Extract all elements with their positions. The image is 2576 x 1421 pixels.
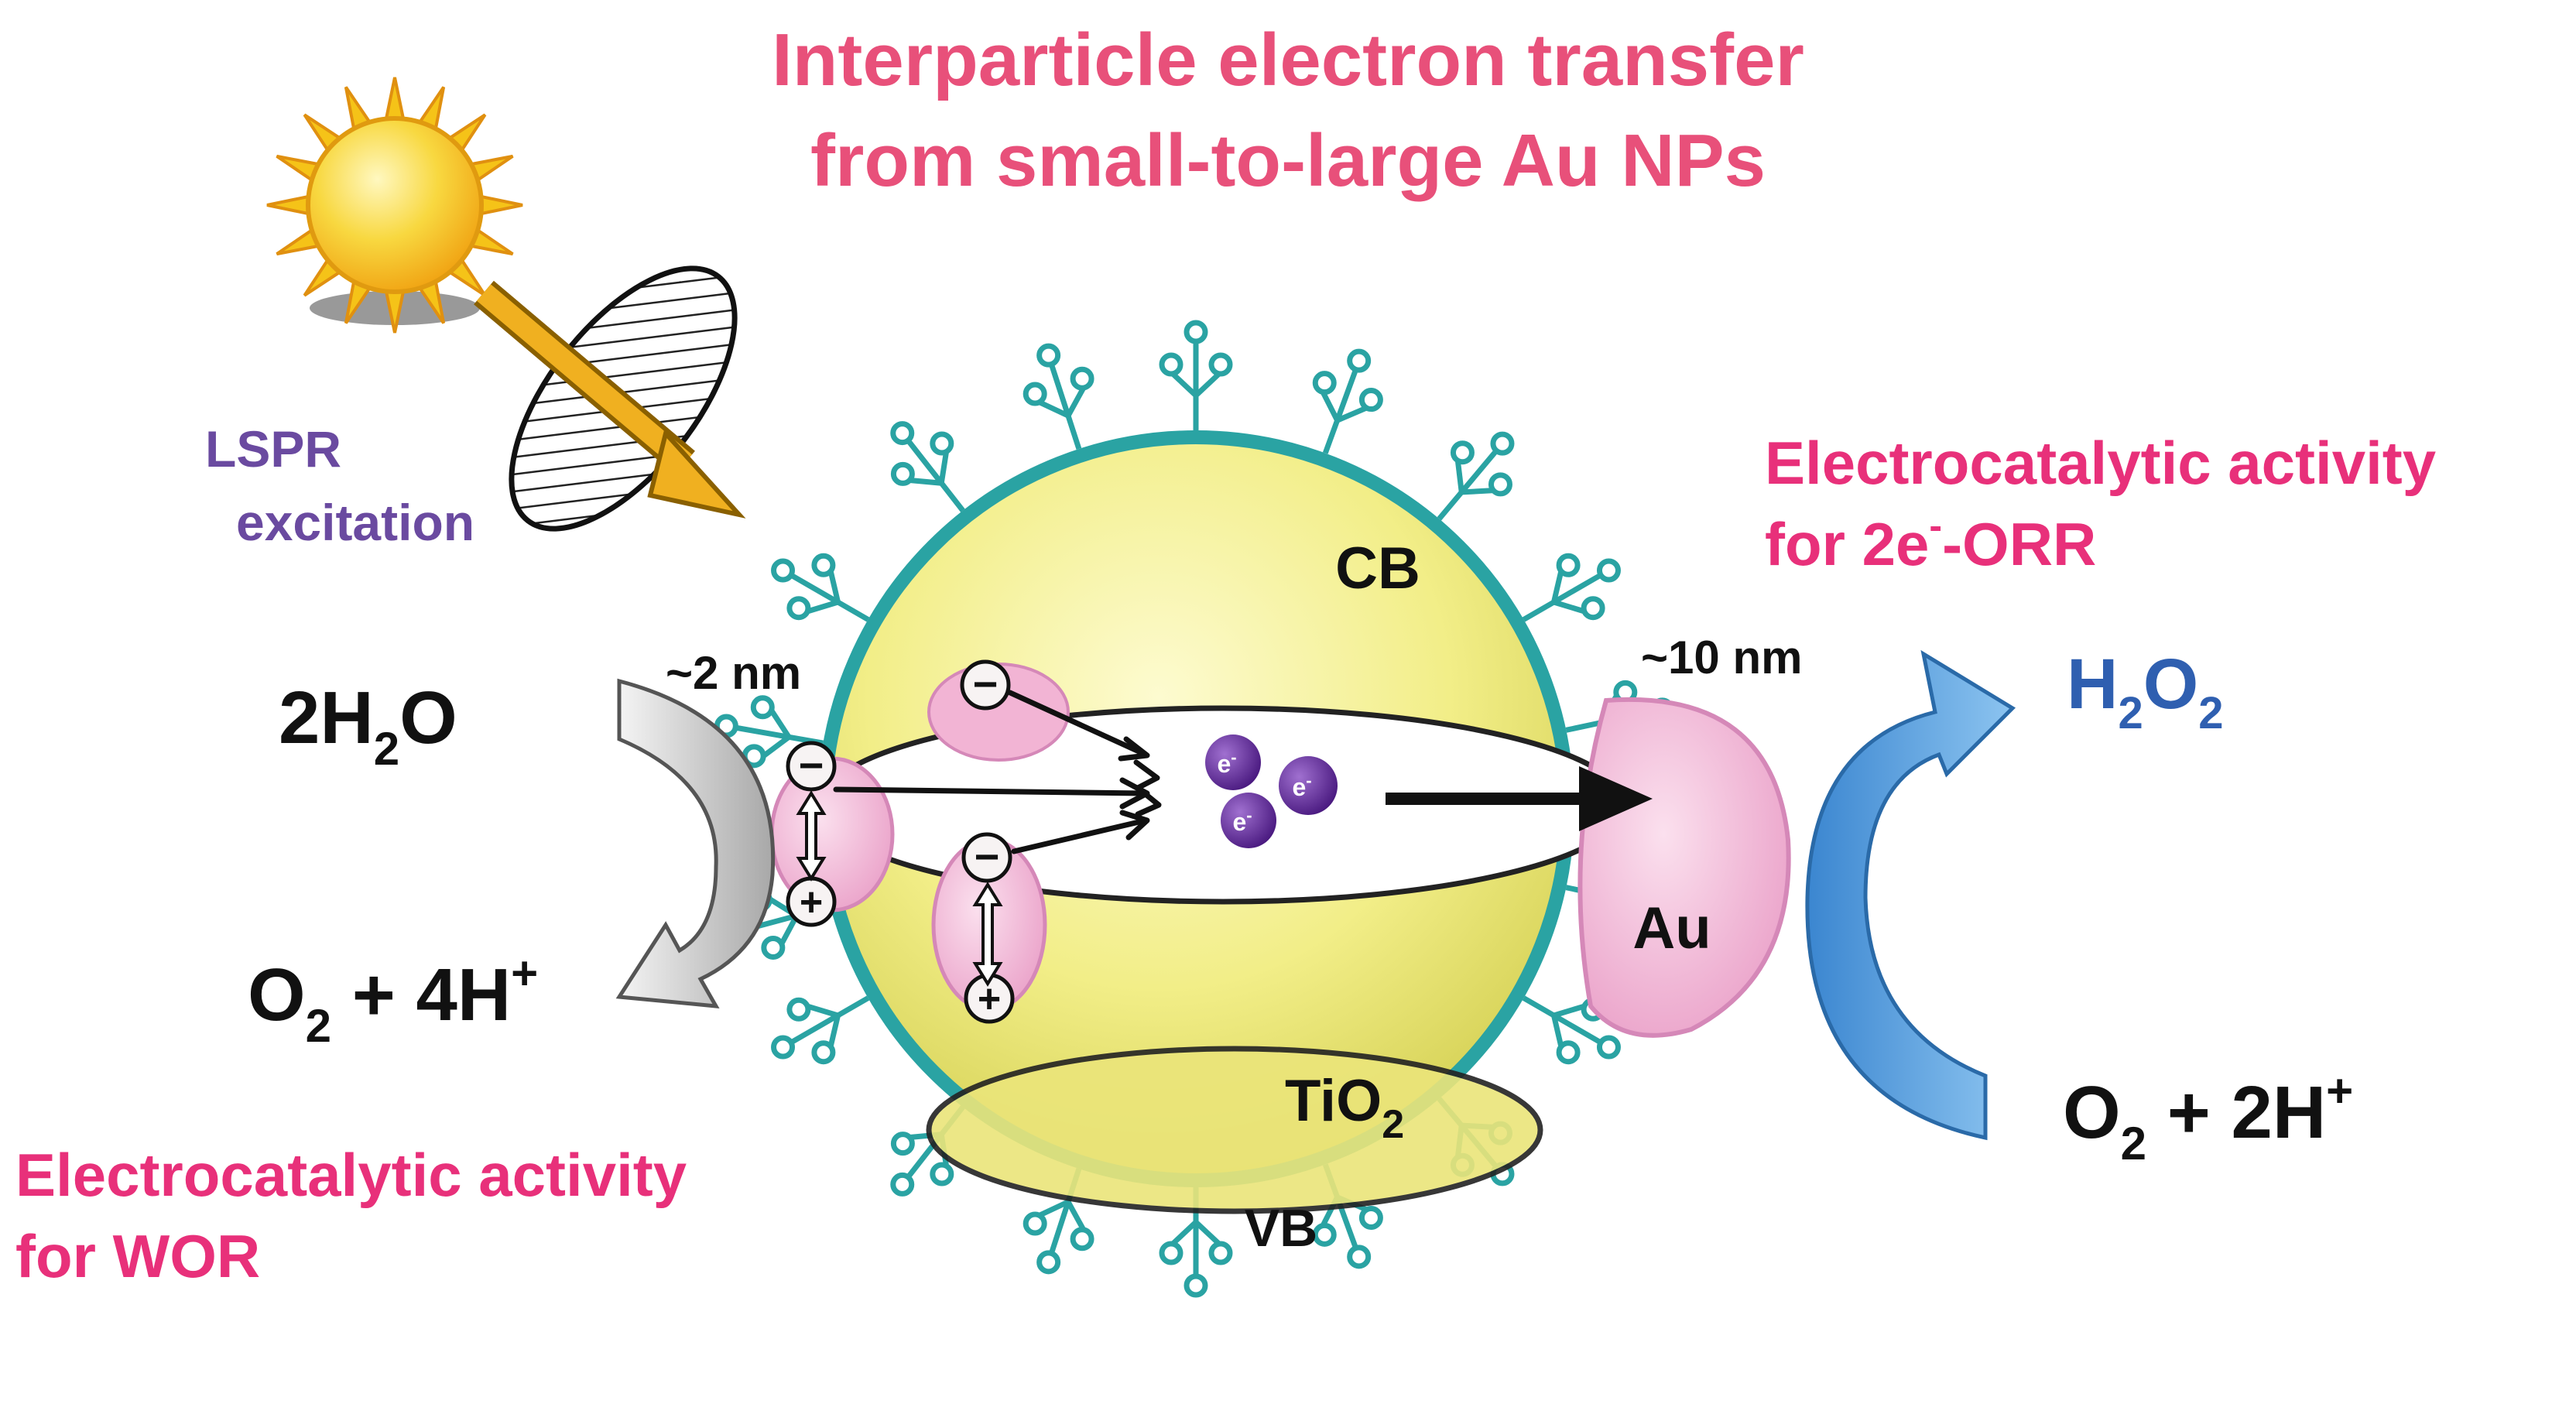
tio2-label: TiO2 (1285, 1068, 1404, 1147)
au-label: Au (1632, 895, 1711, 961)
lspr-light-beam (474, 280, 746, 519)
oxygen-proton-product: O2 + 4H+ (248, 947, 538, 1052)
carboxylate-ligand (771, 995, 870, 1065)
svg-text:e-: e- (1217, 748, 1236, 778)
carboxylate-ligand (1437, 431, 1515, 521)
tio2-particle: CB VB TiO2 (817, 430, 1629, 1258)
oxygen-proton-reactant: O2 + 2H+ (2063, 1065, 2353, 1169)
svg-text:e-: e- (1292, 771, 1311, 801)
cb-label: CB (1335, 536, 1420, 601)
wor-activity-line-1: Electrocatalytic activity (15, 1141, 687, 1209)
electron-icon: e- (1279, 756, 1338, 815)
carboxylate-ligand (1159, 320, 1233, 430)
svg-text:−: − (973, 659, 999, 708)
main-transfer-arrow (1386, 766, 1653, 831)
svg-text:−: − (799, 741, 824, 789)
minus-charge: − (961, 832, 1012, 883)
lspr-label-line-2: excitation (236, 494, 474, 551)
right-reaction: Electrocatalytic activity for 2e--ORR H2… (1765, 429, 2436, 1169)
separation-arrow (972, 882, 1003, 987)
large-np-size-label: ~10 nm (1641, 632, 1802, 683)
h2o2-product: H2O2 (2067, 645, 2224, 738)
sun-icon (266, 77, 523, 334)
electron-cluster: e- e- e- (1205, 734, 1338, 848)
electron-icon: e- (1221, 793, 1276, 848)
carboxylate-ligand (1023, 343, 1094, 450)
title-line-2: from small-to-large Au NPs (810, 119, 1766, 202)
svg-text:−: − (975, 832, 1000, 881)
title-line-1: Interparticle electron transfer (772, 19, 1804, 101)
plus-charge: + (964, 973, 1015, 1024)
orr-activity-line-1: Electrocatalytic activity (1765, 429, 2436, 497)
lspr-excitation-label: LSPR excitation (205, 420, 474, 551)
wor-activity-line-2: for WOR (15, 1222, 260, 1290)
charge-markers: − − + − + (786, 659, 1015, 1024)
water-reactant: 2H2O (279, 676, 457, 775)
curved-arrow-icon (1805, 649, 2016, 1141)
minus-charge: − (960, 659, 1011, 710)
electron-icon: e- (1205, 734, 1261, 790)
minus-charge: − (786, 741, 837, 792)
plus-charge: + (786, 876, 837, 927)
electron-transfer-arrows (833, 690, 1162, 854)
svg-text:e-: e- (1232, 806, 1252, 836)
carboxylate-ligand (1312, 348, 1383, 454)
left-reaction: 2H2O O2 + 4H+ Electrocatalytic activity … (15, 676, 687, 1290)
title: Interparticle electron transfer from sma… (772, 19, 1804, 202)
vb-label: VB (1245, 1199, 1317, 1258)
carboxylate-ligand (1522, 995, 1621, 1065)
lspr-label-line-1: LSPR (205, 420, 341, 478)
carboxylate-ligand (1522, 553, 1621, 622)
curved-arrow-icon (615, 678, 776, 1008)
small-np-size-label: ~2 nm (666, 647, 801, 699)
orr-activity-line-2: for 2e--ORR (1765, 504, 2096, 578)
carboxylate-ligand (890, 421, 965, 512)
large-au-nanoparticle: Au (1577, 697, 1791, 1038)
separation-arrow (796, 790, 827, 882)
valence-band-disk (926, 1046, 1543, 1214)
svg-text:+: + (800, 880, 823, 925)
carboxylate-ligand (771, 553, 870, 622)
svg-text:+: + (978, 977, 1001, 1022)
